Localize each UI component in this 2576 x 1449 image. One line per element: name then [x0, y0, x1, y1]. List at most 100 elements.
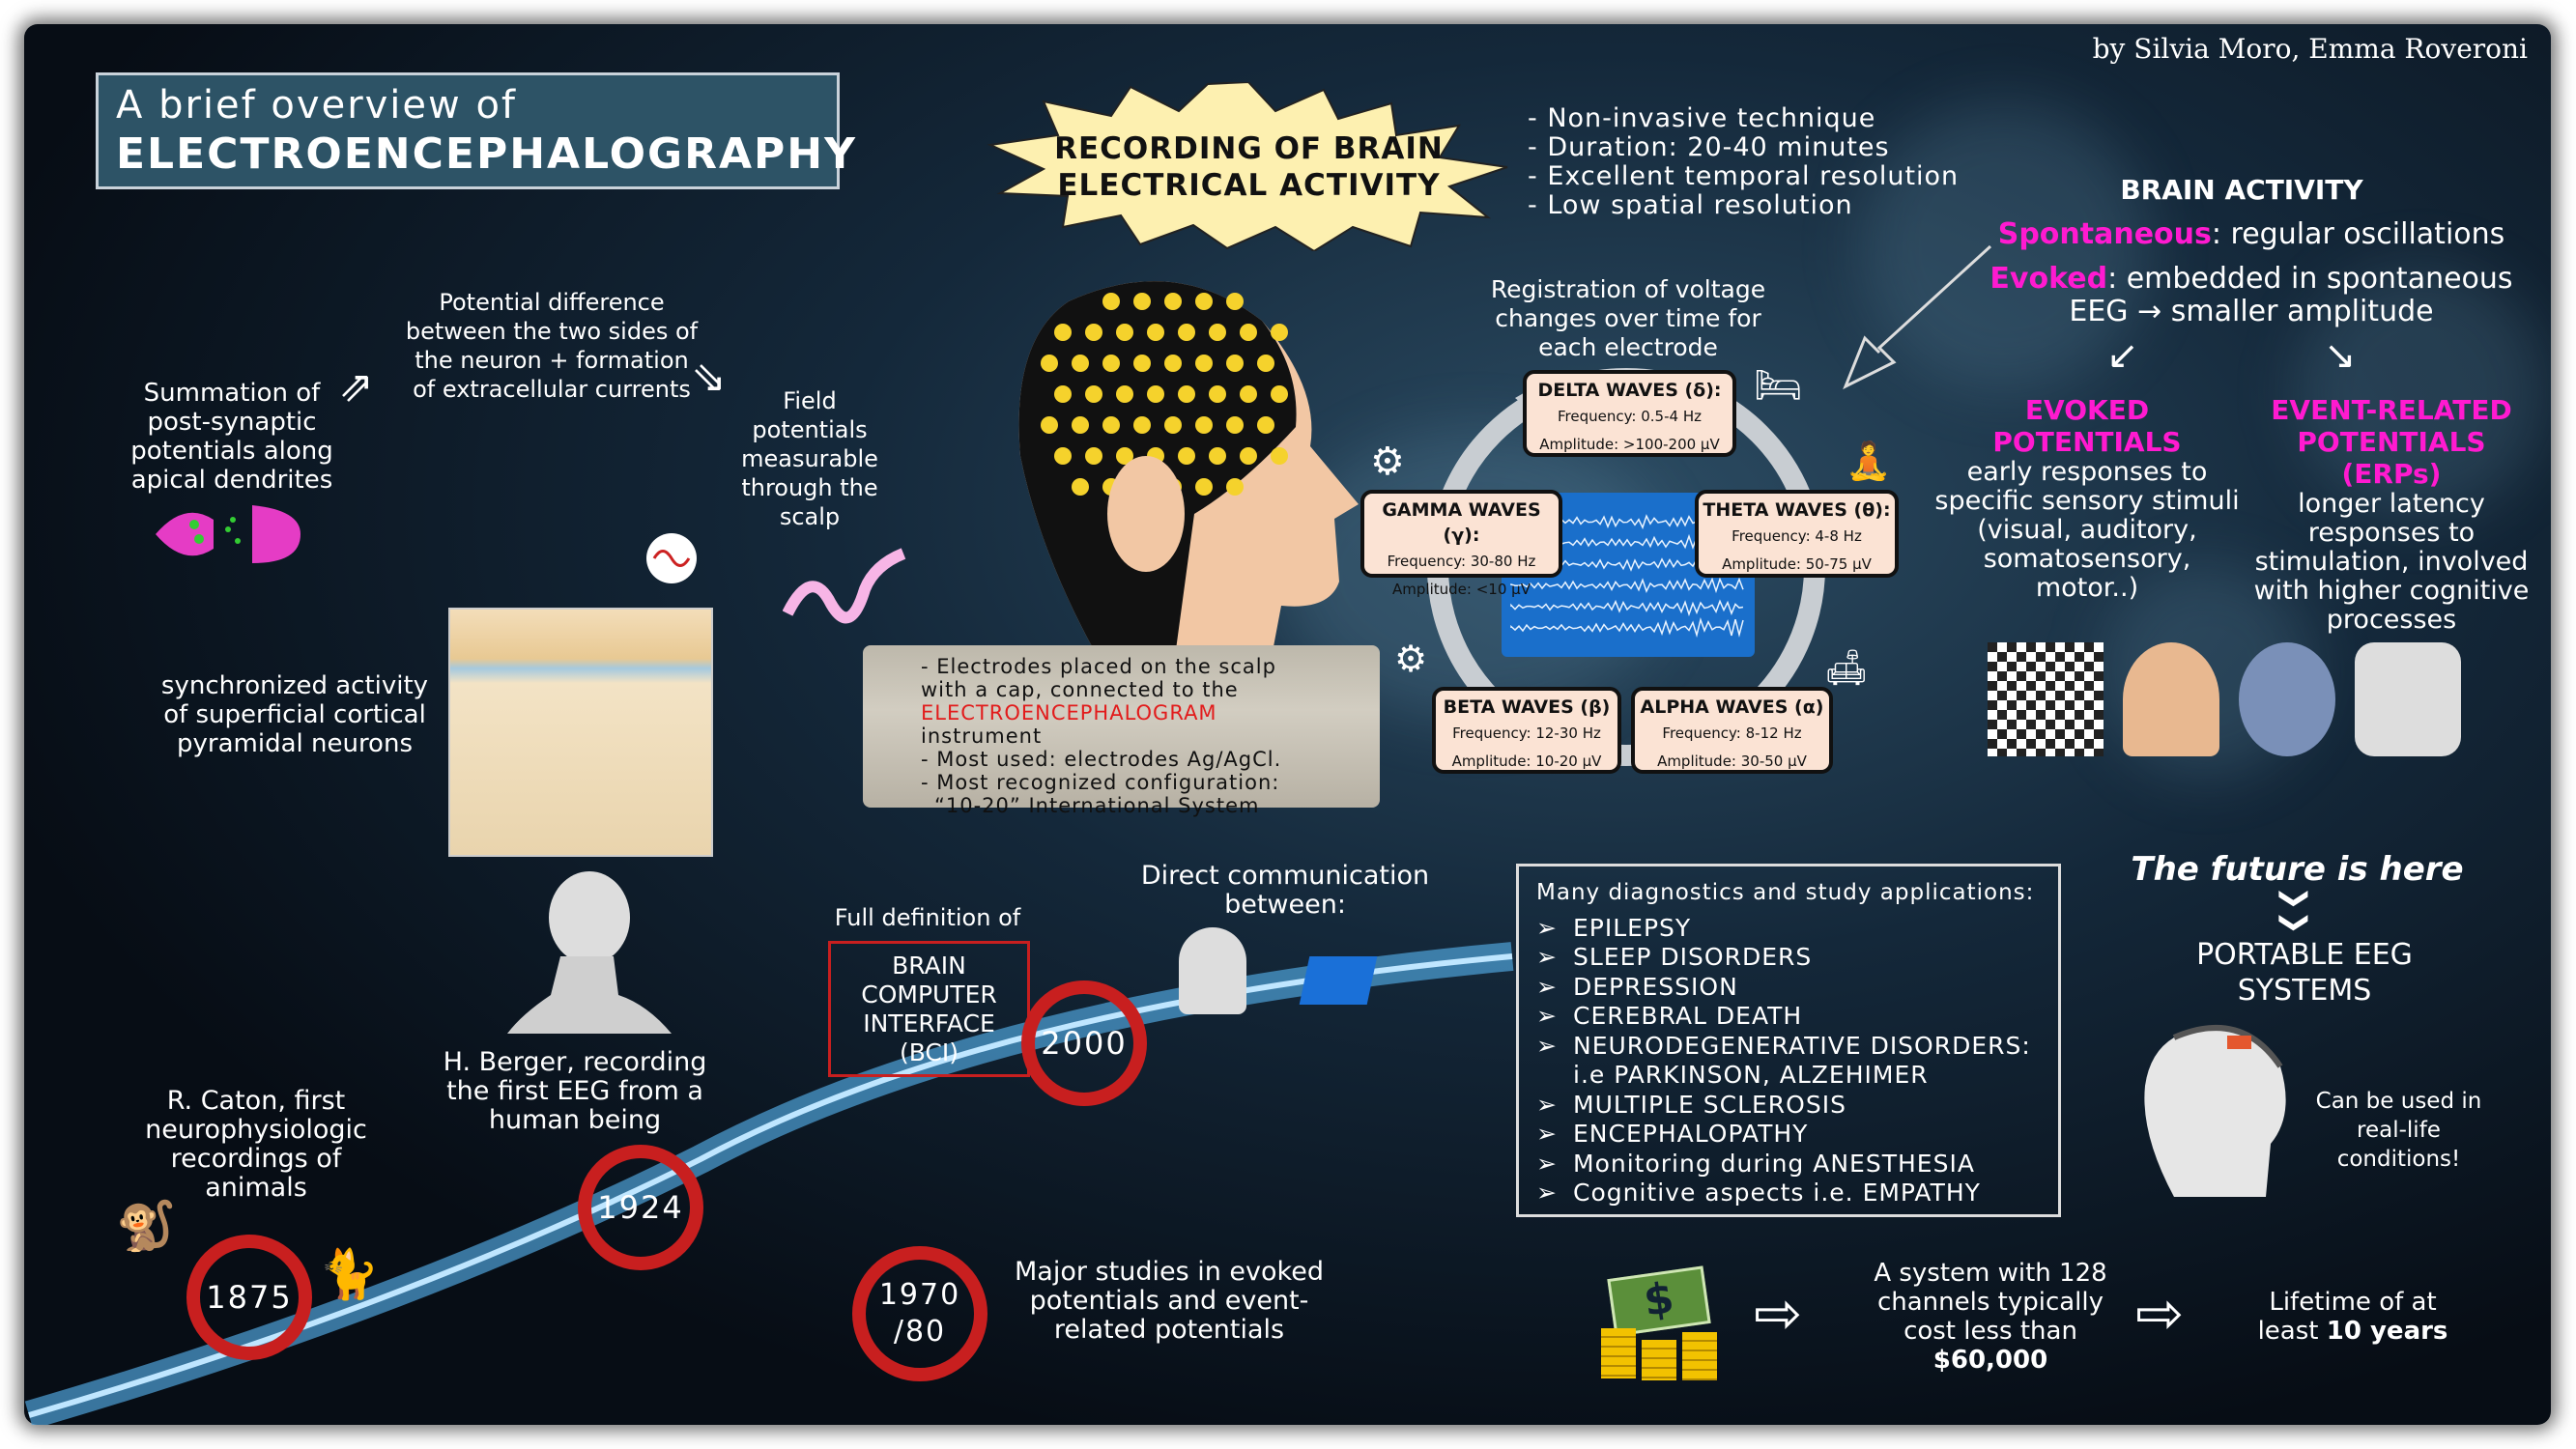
electrode-dot [1116, 385, 1133, 403]
wave-name: BETA WAVES (β) [1440, 695, 1614, 720]
electrode-dot [1102, 355, 1120, 372]
electrode-dot [1226, 355, 1244, 372]
registration-text: Registration of voltage changes over tim… [1469, 275, 1788, 362]
feature-item: - Duration: 20-40 minutes [1528, 133, 1959, 162]
ep-title: EVOKED POTENTIALS [1932, 394, 2242, 458]
electrode-dot [1240, 447, 1257, 465]
electrode-dot [1116, 324, 1133, 341]
portable-eeg-head-image [2135, 1018, 2300, 1202]
lifetime-text: Lifetime of at least 10 years [2242, 1288, 2464, 1346]
electrode-dot [1209, 324, 1226, 341]
application-item: NEURODEGENERATIVE DISORDERS: i.e PARKINS… [1536, 1032, 2041, 1091]
electrode-dot [1054, 324, 1072, 341]
electrode-dot [1054, 447, 1072, 465]
application-item: ENCEPHALOPATHY [1536, 1120, 2041, 1150]
feature-item: - Non-invasive technique [1528, 104, 1959, 133]
year-1924: 1924 [578, 1145, 703, 1270]
scroll-line: - Most recognized configuration: [921, 771, 1279, 794]
arrow-down-right-icon: ↘ [2324, 333, 2357, 378]
real-life-text: Can be used in real-life conditions! [2300, 1087, 2498, 1174]
burst-line2: ELECTRICAL ACTIVITY [1034, 167, 1464, 204]
scroll-line: “10-20” International System [921, 794, 1259, 817]
electrode-dot [1102, 293, 1120, 310]
arrow-right-icon: ⇨ [1754, 1285, 1802, 1343]
spontaneous-label: Spontaneous [1998, 217, 2212, 251]
spontaneous-text: Spontaneous: regular oscillations [1971, 217, 2532, 251]
electrode-dot [1147, 324, 1164, 341]
electrode-dot [1085, 447, 1102, 465]
cat-icon: 🐈 [319, 1246, 379, 1303]
brain-gears-icon: ⚙ [1370, 440, 1405, 484]
scroll-highlight: ELECTROENCEPHALOGRAM [921, 701, 1217, 724]
electrode-dot [1072, 355, 1089, 372]
application-item: DEPRESSION [1536, 973, 2041, 1003]
application-item: EPILEPSY [1536, 914, 2041, 944]
electrode-dot [1257, 355, 1274, 372]
electrode-dot [1209, 447, 1226, 465]
event-related-potentials: EVENT-RELATED POTENTIALS (ERPs)longer la… [2247, 394, 2536, 635]
bci-box: BRAIN COMPUTER INTERFACE (BCI) [828, 941, 1030, 1077]
evoked-text: Evoked: embedded in spontaneousEEG → sma… [1971, 263, 2532, 328]
applications-box: Many diagnostics and study applications:… [1516, 864, 2061, 1217]
wave-name: DELTA WAVES (δ): [1531, 378, 1729, 403]
neuron-synapse-icon [156, 500, 301, 568]
cost-desc: A system with 128 channels typically cos… [1874, 1259, 2106, 1346]
wave-frequency: Frequency: 8-12 Hz [1639, 720, 1825, 748]
applications-heading: Many diagnostics and study applications: [1536, 878, 2041, 908]
electrode-dot [1164, 355, 1182, 372]
title-line1: A brief overview of [116, 83, 819, 128]
scroll-line: - Most used: electrodes Ag/AgCl. [921, 748, 1281, 771]
electrode-dot [1164, 293, 1182, 310]
electrode-dot [1178, 447, 1195, 465]
wave-amplitude: Amplitude: 30-50 µV [1639, 748, 1825, 776]
gamma-wave-box: GAMMA WAVES (γ):Frequency: 30-80 HzAmpli… [1360, 490, 1562, 578]
burst-title: RECORDING OF BRAIN ELECTRICAL ACTIVITY [1034, 130, 1464, 204]
erp-images [1988, 642, 2488, 756]
wave-frequency: Frequency: 0.5-4 Hz [1531, 403, 1729, 431]
laptop-icon [1300, 956, 1378, 1005]
direct-communication-text: Direct communication between: [1111, 862, 1459, 920]
title-line2: ELECTROENCEPHALOGRAPHY [116, 129, 819, 179]
major-studies-text: Major studies in evoked potentials and e… [995, 1258, 1343, 1345]
cost-text: A system with 128 channels typically cos… [1860, 1259, 2121, 1375]
monkey-icon: 🐒 [116, 1198, 176, 1255]
evoked-desc2: EEG → smaller amplitude [2069, 295, 2433, 328]
wave-name: GAMMA WAVES (γ): [1368, 497, 1555, 548]
electrode-dot [1041, 416, 1058, 434]
features-list: - Non-invasive technique - Duration: 20-… [1528, 104, 1959, 220]
brain-activity-heading: BRAIN ACTIVITY [2010, 174, 2474, 206]
feature-item: - Excellent temporal resolution [1528, 162, 1959, 191]
author: by Silvia Moro, Emma Roveroni [2093, 33, 2528, 65]
arrow-icon: ⇘ [691, 353, 727, 402]
application-item: Monitoring during ANESTHESIA [1536, 1150, 2041, 1179]
potential-text: Potential difference between the two sid… [402, 288, 701, 404]
caton-text: R. Caton, first neurophysiologic recordi… [126, 1087, 386, 1203]
delta-wave-box: DELTA WAVES (δ):Frequency: 0.5-4 HzAmpli… [1523, 370, 1736, 457]
wave-frequency: Frequency: 30-80 Hz [1368, 548, 1555, 576]
feature-item: - Low spatial resolution [1528, 191, 1959, 220]
electrode-dot [1195, 416, 1213, 434]
burst-line1: RECORDING OF BRAIN [1034, 130, 1464, 167]
field-text: Field potentials measurable through the … [723, 386, 897, 531]
electrode-dot [1240, 324, 1257, 341]
electrodes-scroll: - Electrodes placed on the scalp with a … [863, 645, 1380, 808]
scroll-line: - Electrodes placed on the scalp with a … [921, 655, 1276, 701]
portable-eeg-text: PORTABLE EEG SYSTEMS [2145, 937, 2464, 1009]
application-item: MULTIPLE SCLEROSIS [1536, 1091, 2041, 1121]
cortex-image [448, 608, 713, 857]
brain-head-image [2239, 642, 2335, 756]
spontaneous-desc: : regular oscillations [2212, 217, 2504, 251]
beta-wave-box: BETA WAVES (β)Frequency: 12-30 HzAmplitu… [1432, 687, 1621, 774]
electrode-dot [1041, 355, 1058, 372]
electrode-dot [1226, 478, 1244, 496]
wave-name: ALPHA WAVES (α) [1639, 695, 1825, 720]
electrode-dot [1209, 385, 1226, 403]
electrode-dot [1085, 324, 1102, 341]
oscilloscope-icon [643, 529, 701, 587]
wave-frequency: Frequency: 12-30 Hz [1440, 720, 1614, 748]
full-definition-text: Full definition of [812, 903, 1044, 932]
arm-stimulation-image [2355, 642, 2461, 756]
electrode-dot [1257, 416, 1274, 434]
erp-title: EVENT-RELATED POTENTIALS (ERPs) [2247, 394, 2536, 490]
electrode-dot [1226, 416, 1244, 434]
